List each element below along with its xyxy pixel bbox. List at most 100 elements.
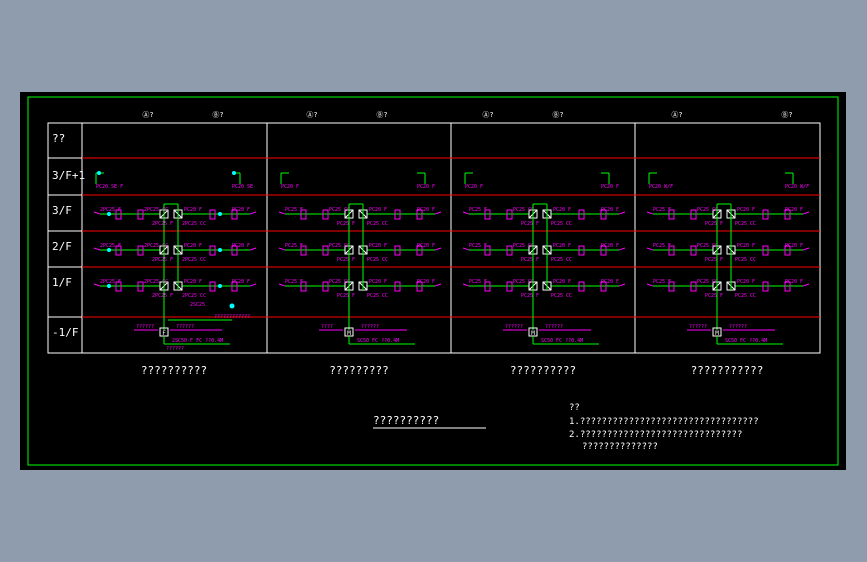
pipe-label: 2PC25 F — [100, 207, 121, 213]
distribution-box-label: M — [347, 330, 351, 337]
end-mark — [462, 211, 470, 215]
fixture-box — [394, 245, 401, 256]
end-mark — [802, 247, 810, 251]
pipe-label-below: PC25 CC — [735, 293, 756, 299]
end-mark — [93, 283, 101, 287]
pipe-label-below: PC25 F — [705, 293, 723, 299]
feeder-label: SC50 FC ??0.4M — [541, 338, 583, 344]
end-mark — [618, 211, 626, 215]
end-mark — [249, 247, 257, 251]
fixture-box — [484, 245, 491, 256]
feeder-label: SC50 FC ??0.4M — [725, 338, 767, 344]
basement-label-left: ???? — [321, 324, 333, 330]
pipe-label-top: PC20 F — [465, 184, 483, 190]
fixture-box — [578, 281, 585, 292]
fixture-box — [137, 281, 144, 292]
pipe-label-below: PC25 F — [337, 257, 355, 263]
cyan-junction-dot — [218, 248, 222, 252]
floor-label-4: 1/F — [52, 276, 72, 289]
system-diagram: ??3/F+13/F2/F1/F-1/FⒶ?Ⓑ?Ⓐ?Ⓑ?Ⓐ?Ⓑ?Ⓐ?Ⓑ?PC20… — [27, 96, 839, 466]
pipe-label: PC20 F — [369, 207, 387, 213]
fixture-box — [322, 245, 329, 256]
fixture-box — [394, 281, 401, 292]
floor-label-1: 3/F+1 — [52, 169, 85, 182]
pipe-label-top: PC20 F — [281, 184, 299, 190]
pipe-label: 2PC25 CC — [144, 207, 168, 213]
fixture-box — [762, 245, 769, 256]
fixture-box — [322, 281, 329, 292]
pipe-label-below: PC25 F — [521, 221, 539, 227]
end-mark — [618, 247, 626, 251]
pipe-label: 2PC25 F — [100, 279, 121, 285]
axis-label-4: Ⓐ? — [482, 111, 493, 119]
basement-label-left: ?????? — [689, 324, 707, 330]
pipe-label: PC20 F — [737, 207, 755, 213]
pipe-label-below: PC25 CC — [367, 293, 388, 299]
fixture-box — [300, 209, 307, 220]
junction-dot — [229, 303, 235, 309]
pipe-label: PC25 CC — [329, 243, 350, 249]
axis-label-6: Ⓐ? — [671, 111, 682, 119]
basement-label-right: ?????? — [361, 324, 379, 330]
fixture-box — [416, 281, 423, 292]
pipe-label: PC25 CC — [513, 243, 534, 249]
pipe-label: PC25 F — [285, 243, 303, 249]
end-mark — [93, 211, 101, 215]
pipe-label: PC25 F — [469, 207, 487, 213]
cyan-junction-dot — [232, 171, 236, 175]
pipe-label-below: PC25 F — [337, 221, 355, 227]
panel-caption-2: ?????????? — [510, 364, 576, 377]
end-mark — [249, 211, 257, 215]
pipe-label: PC20 F — [785, 207, 803, 213]
end-mark — [462, 283, 470, 287]
fixture-box — [600, 209, 607, 220]
pipe-label: PC20 F — [184, 243, 202, 249]
aux-label: ???????????? — [214, 314, 250, 320]
fixture-box — [394, 209, 401, 220]
fixture-box — [600, 281, 607, 292]
pipe-label: PC20 F — [737, 279, 755, 285]
pipe-label-top2: PC20 SE — [232, 184, 253, 190]
floor-label-2: 3/F — [52, 204, 72, 217]
cyan-junction-dot — [107, 212, 111, 216]
cyan-junction-dot — [107, 284, 111, 288]
pipe-label: PC20 F — [785, 279, 803, 285]
pipe-label: PC25 CC — [697, 243, 718, 249]
pipe-label: PC25 CC — [697, 207, 718, 213]
pipe-label: PC25 CC — [329, 279, 350, 285]
basement-label-right: ?????? — [545, 324, 563, 330]
cyan-junction-dot — [97, 171, 101, 175]
notes-line-1: 1.????????????????????????????????? — [569, 417, 759, 427]
feeder-label: SC50 FC ??0.4M — [357, 338, 399, 344]
fixture-box — [416, 209, 423, 220]
end-mark — [278, 247, 286, 251]
fixture-box — [137, 209, 144, 220]
end-mark — [278, 211, 286, 215]
axis-label-7: Ⓑ? — [781, 111, 792, 119]
pipe-label: PC20 F — [232, 207, 250, 213]
pipe-label: 2PC25 CC — [144, 279, 168, 285]
fixture-box — [668, 281, 675, 292]
pipe-label: PC20 F — [232, 279, 250, 285]
end-mark — [618, 283, 626, 287]
fixture-box — [784, 245, 791, 256]
distribution-box-label: M — [531, 330, 535, 337]
fixture-box — [322, 209, 329, 220]
pipe-label-below: PC25 CC — [551, 221, 572, 227]
end-mark — [434, 247, 442, 251]
pipe-label-below: 2PC25 F — [152, 257, 173, 263]
pipe-label: PC20 F — [184, 279, 202, 285]
feeder-sublabel: ?????? — [166, 346, 184, 352]
floor-label-3: 2/F — [52, 240, 72, 253]
distribution-box-label: F — [162, 330, 166, 337]
fixture-box — [300, 281, 307, 292]
fixture-box — [506, 245, 513, 256]
notes-line-2: 2.?????????????????????????????? — [569, 430, 742, 440]
notes-line-3: ?????????????? — [582, 442, 658, 452]
drawing-title: ?????????? — [373, 414, 439, 427]
fixture-box — [690, 281, 697, 292]
pipe-label: PC20 F — [553, 207, 571, 213]
pipe-label: PC20 F — [369, 243, 387, 249]
pipe-label-below: 2PC25 F — [152, 221, 173, 227]
pipe-label: PC25 CC — [513, 207, 534, 213]
